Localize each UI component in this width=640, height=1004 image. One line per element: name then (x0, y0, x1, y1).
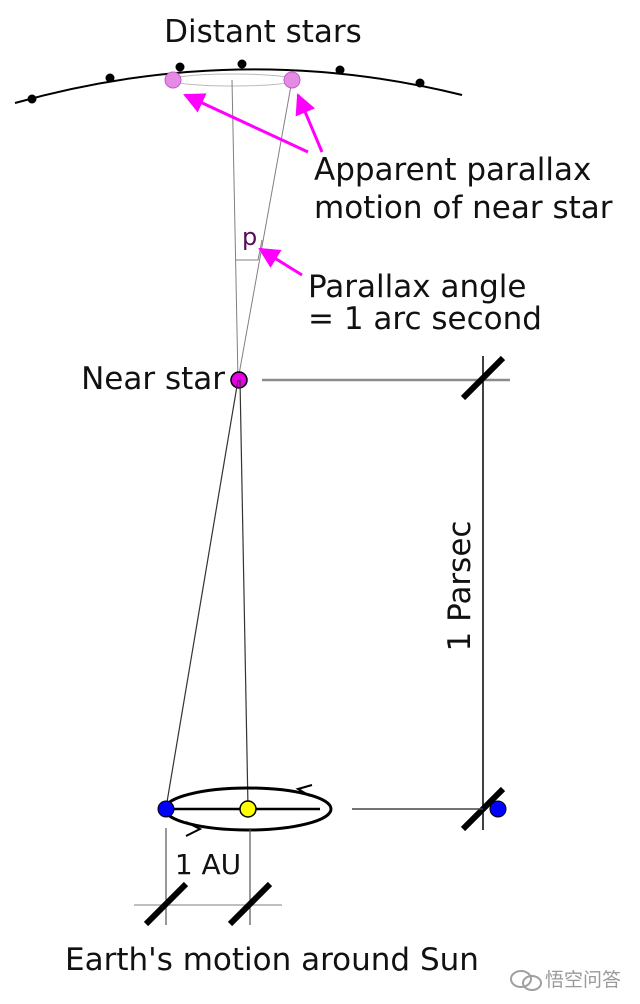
distant-star (237, 59, 247, 69)
earth (157, 800, 175, 818)
sky-arc (14, 68, 463, 104)
distant-star (27, 94, 37, 104)
distant-star (175, 62, 185, 72)
distant-star (105, 73, 115, 83)
apparent-arrow-right (295, 93, 324, 153)
sight-line-right (237, 79, 293, 381)
apparent-star-left (164, 71, 182, 89)
distant-star (335, 65, 345, 75)
watermark-logo-icon (510, 970, 542, 991)
apparent-motion-ellipse (170, 73, 296, 87)
apparent-star-right (283, 71, 301, 89)
au-tick-right (227, 881, 273, 927)
parallax-angle-label-line2: = 1 arc second (308, 301, 542, 337)
parallax-angle-label-line1: Parallax angle (308, 269, 526, 305)
sun (239, 800, 257, 818)
near-star-label: Near star (81, 361, 225, 397)
sight-line-left (231, 79, 239, 381)
au-tick-left (143, 881, 189, 927)
near-star (230, 371, 248, 389)
distant-stars-label: Distant stars (164, 14, 362, 50)
apparent-arrow-left (183, 93, 309, 154)
parallax-angle-arrow (258, 247, 303, 277)
parsec-label: 1 Parsec (442, 521, 478, 652)
parsec-tick-top (460, 355, 506, 401)
earth-motion-label: Earth's motion around Sun (65, 942, 479, 978)
sight-line-earth (165, 379, 239, 809)
earth-marker-right (489, 800, 507, 818)
au-label: 1 AU (175, 848, 241, 881)
orbit-arrow-bottom (185, 821, 203, 837)
watermark: 悟空问答 (510, 969, 621, 991)
sight-line-sun (239, 379, 249, 809)
parallax-p-label: p (242, 223, 257, 251)
orbit-arrow-top (295, 784, 313, 797)
apparent-parallax-label-line1: Apparent parallax (314, 152, 591, 188)
apparent-parallax-label-line2: motion of near star (314, 190, 613, 226)
distant-star (415, 78, 425, 88)
distant-stars (27, 59, 425, 104)
watermark-text: 悟空问答 (545, 969, 621, 991)
parallax-angle-box (236, 239, 263, 261)
